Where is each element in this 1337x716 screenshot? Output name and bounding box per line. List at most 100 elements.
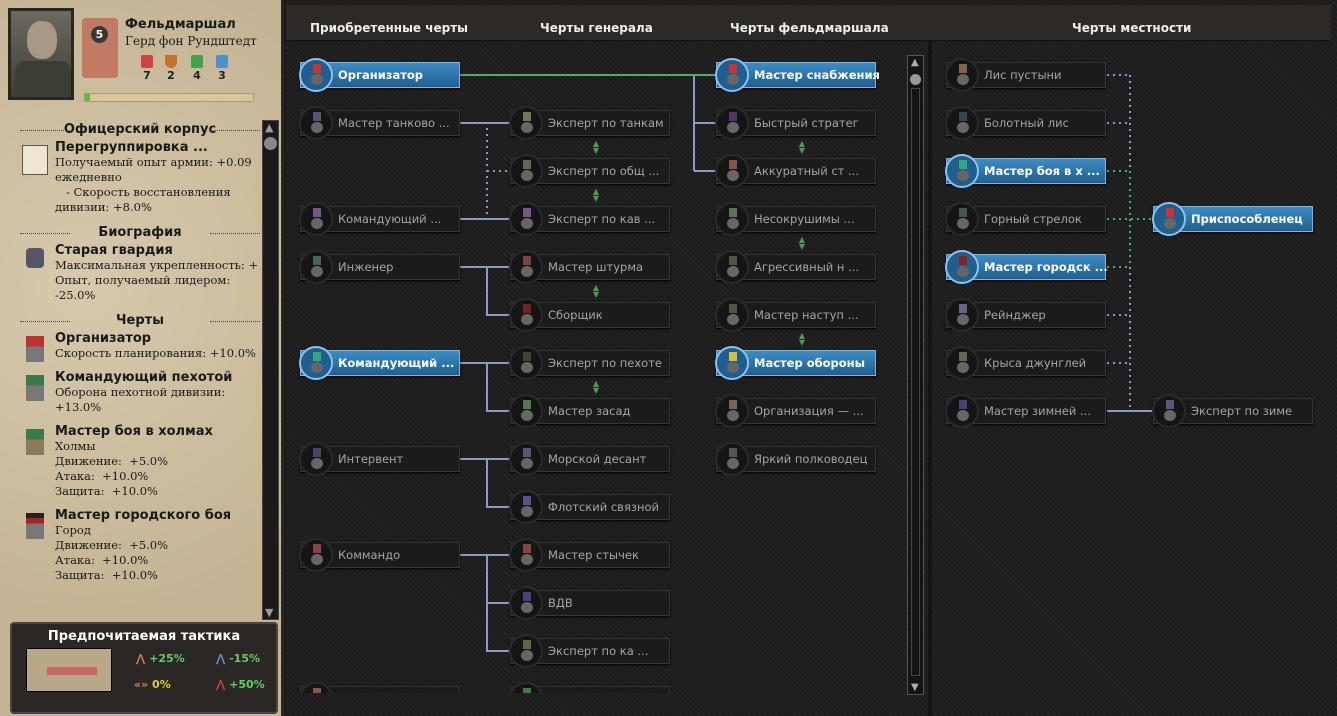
- trait-commando[interactable]: Коммандо: [299, 538, 460, 572]
- trait-label: Командующий ...: [338, 356, 455, 370]
- medal-icon: [509, 538, 543, 572]
- defense-modifier-value: -15%: [229, 652, 261, 665]
- tank-medal-icon: [299, 106, 333, 140]
- column-acquired: Приобретенные черты: [310, 21, 469, 35]
- defense-value: 2: [167, 69, 175, 82]
- trait-label: Мастер наступ ...: [754, 308, 859, 322]
- trait-offensive-doctrine[interactable]: Мастер наступ ...: [715, 298, 876, 332]
- skill-level: 5: [91, 26, 108, 43]
- field-marshal-rank-icon: 5: [82, 18, 118, 78]
- trait-naval-landing[interactable]: Морской десант: [509, 442, 670, 476]
- trait-panzer-leader[interactable]: Мастер танково ...: [299, 106, 460, 140]
- trait-paratrooper[interactable]: ВДВ: [509, 586, 670, 620]
- horse-medal-icon: [509, 202, 543, 236]
- trait-title: Мастер боя в холмах: [55, 424, 213, 439]
- trait-infantry-expert[interactable]: Эксперт по пехоте: [509, 346, 670, 380]
- trait-scavenger[interactable]: Сборщик: [509, 298, 670, 332]
- trait-combined-arms-expert[interactable]: Эксперт по общ ...: [509, 154, 670, 188]
- trait-inspirational-leader[interactable]: Яркий полководец: [715, 442, 876, 476]
- trait-naval-liaison[interactable]: Флотский связной: [509, 490, 670, 524]
- medal-icon: [509, 394, 543, 428]
- trait-organization[interactable]: Организация — ...: [715, 394, 876, 428]
- trait-title: Мастер городского боя: [55, 508, 232, 523]
- general-details: Офицерский корпус Перегруппировка ... По…: [20, 118, 260, 620]
- officer-trait[interactable]: Перегруппировка ... Получаемый опыт арми…: [20, 141, 260, 215]
- trait-commando-expert[interactable]: Эксперт по ка ...: [509, 634, 670, 668]
- scroll-up-icon[interactable]: ▲: [911, 57, 919, 68]
- trait-label: Эксперт по кав ...: [548, 212, 656, 226]
- bio-trait-title: Старая гвардия: [55, 243, 173, 258]
- trait-label: Командующий ...: [338, 212, 442, 226]
- trait-jungle-rat[interactable]: Крыса джунглей: [945, 346, 1106, 380]
- bio-trait[interactable]: Старая гвардия Максимальная укрепленност…: [20, 244, 260, 303]
- city-medal-icon: [945, 250, 979, 284]
- trait-tank-expert[interactable]: Эксперт по танкам: [509, 106, 670, 140]
- trait-fast-planner[interactable]: Быстрый стратег: [715, 106, 876, 140]
- lightning-medal-icon: [715, 106, 749, 140]
- trait-partial[interactable]: [509, 682, 670, 693]
- movement-modifier-value: 0%: [152, 678, 171, 691]
- trait-label: Организатор: [338, 68, 424, 82]
- trait-winter-expert[interactable]: Эксперт по зиме: [1152, 394, 1313, 428]
- trait-label: Эксперт по танкам: [548, 116, 664, 130]
- trait-ambusher[interactable]: Мастер засад: [509, 394, 670, 428]
- trait-infantry-commander[interactable]: Командующий ...: [299, 346, 460, 380]
- trait-partial[interactable]: [299, 682, 460, 693]
- trait-assault-master[interactable]: Мастер штурма: [509, 250, 670, 284]
- breakthrough-modifier: ⋀ +50%: [216, 678, 265, 691]
- anchor-medal-icon: [299, 442, 333, 476]
- trait-organizer[interactable]: Организатор: [299, 58, 460, 92]
- scroll-up-icon[interactable]: ▲: [265, 121, 274, 134]
- details-scrollbar[interactable]: ▲▼: [262, 120, 279, 620]
- trait-label: Горный стрелок: [984, 212, 1082, 226]
- scroll-thumb[interactable]: [910, 74, 921, 85]
- knight-icon: [191, 55, 203, 68]
- scroll-thumb[interactable]: [264, 137, 277, 150]
- trait-logistics-wizard[interactable]: Мастер снабжения: [715, 58, 880, 92]
- trait-text: Город Движение: +5.0% Атака: +10.0% Защи…: [55, 523, 169, 582]
- trait-label: Коммандо: [338, 548, 401, 562]
- trait-label: Морской десант: [548, 452, 647, 466]
- medal-icon: [715, 154, 749, 188]
- swap-arrows-icon: ▲▼: [798, 235, 806, 251]
- trait-cavalry-expert[interactable]: Эксперт по кав ...: [509, 202, 670, 236]
- trait-skirmisher[interactable]: Мастер стычек: [509, 538, 670, 572]
- trait-winter-specialist[interactable]: Мастер зимней ...: [945, 394, 1106, 428]
- trait-naval-invader[interactable]: Интервент: [299, 442, 460, 476]
- trait-label: Рейнджер: [984, 308, 1046, 322]
- trait-label: Аккуратный ст ...: [754, 164, 859, 178]
- scroll-down-icon[interactable]: ▼: [911, 682, 919, 693]
- scroll-track[interactable]: [911, 88, 920, 676]
- trait-label: Мастер зимней ...: [984, 404, 1091, 418]
- trait-desert-fox[interactable]: Лис пустыни: [945, 58, 1106, 92]
- trait-adaptable[interactable]: Приспособленец: [1152, 202, 1313, 236]
- trait-unyielding[interactable]: Несокрушимы ...: [715, 202, 876, 236]
- rat-medal-icon: [945, 346, 979, 380]
- trait-engineer[interactable]: Инженер: [299, 250, 460, 284]
- attack-chevron-icon: ⋀: [136, 652, 150, 665]
- trait-ranger[interactable]: Рейнджер: [945, 298, 1106, 332]
- trait-aggressive-assaulter[interactable]: Агрессивный н ...: [715, 250, 876, 284]
- trait-text: Холмы Движение: +5.0% Атака: +10.0% Защи…: [55, 439, 169, 498]
- trait-text: Скорость планирования: +10.0%: [55, 346, 256, 360]
- trait-hill-fighter[interactable]: Мастер боя в х ...: [945, 154, 1106, 188]
- trait-mountaineer[interactable]: Горный стрелок: [945, 202, 1106, 236]
- trait-cavalry-commander[interactable]: Командующий ...: [299, 202, 460, 236]
- trait-swamp-fox[interactable]: Болотный лис: [945, 106, 1106, 140]
- trait-careful-planner[interactable]: Аккуратный ст ...: [715, 154, 876, 188]
- medal-icon: [26, 336, 44, 362]
- scroll-down-icon[interactable]: ▼: [265, 606, 274, 619]
- trait-tree-scrollbar[interactable]: ▲ ▼: [907, 55, 924, 695]
- trait-urban-assault[interactable]: Мастер городск ...: [945, 250, 1108, 284]
- trait-label: Мастер обороны: [754, 356, 866, 370]
- swap-arrows-icon: ▲▼: [798, 139, 806, 155]
- trait-columns-header: Приобретенные черты Черты генерала Черты…: [286, 5, 1331, 41]
- snowflake-medal-icon: [945, 394, 979, 428]
- trait-defensive-doctrine[interactable]: Мастер обороны: [715, 346, 876, 380]
- general-name: Герд фон Рундштедт: [125, 34, 257, 48]
- tactic-image[interactable]: [26, 648, 112, 692]
